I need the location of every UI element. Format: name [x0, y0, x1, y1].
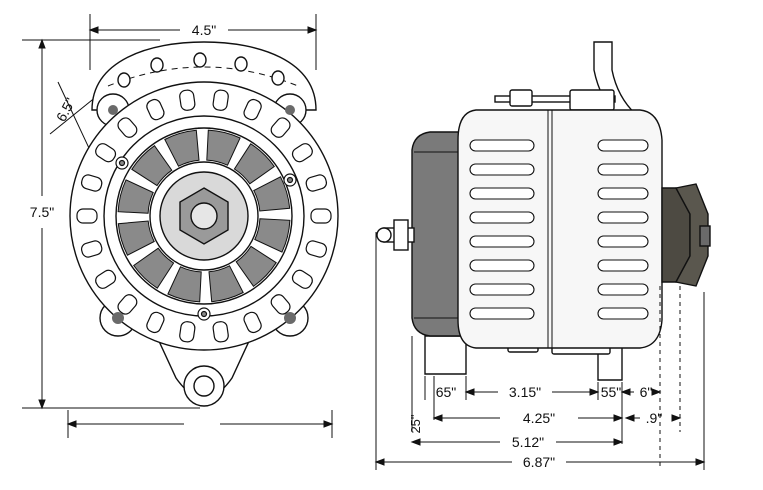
dim-6-87: 6.87": [523, 454, 555, 470]
front-vent-slot: [95, 143, 117, 163]
side-centerlines: [659, 286, 681, 466]
side-view: [376, 41, 711, 466]
dim-6: 6": [640, 384, 653, 400]
front-vent-slot: [179, 321, 196, 343]
housing-screws: [115, 156, 297, 321]
front-view: 4.5" 7.5" 6.5": [22, 14, 339, 438]
front-vent-slot: [243, 98, 262, 121]
front-vent-slot: [95, 269, 117, 289]
side-vent-slot: [469, 187, 535, 200]
fan-blade: [164, 129, 200, 167]
fan-blade: [117, 179, 154, 214]
side-vent-slot: [469, 163, 535, 176]
side-vent-slot: [597, 283, 649, 296]
fan-blade: [133, 247, 175, 289]
front-vent-slot: [243, 311, 262, 334]
front-vent-slot: [291, 143, 313, 163]
dim-65: 65": [436, 384, 457, 400]
side-dimensions: [374, 232, 706, 470]
front-vent-slot: [270, 294, 291, 315]
dim-55: 55": [601, 384, 622, 400]
side-vent-slots: [469, 139, 649, 320]
front-vent-slot: [80, 174, 103, 192]
front-vent-slot: [117, 117, 138, 138]
front-vent-slot: [76, 208, 98, 224]
side-vent-slot: [469, 283, 535, 296]
front-top-cap: [91, 41, 317, 111]
front-vent-slot: [212, 321, 229, 343]
fan-blade: [117, 220, 155, 256]
top-cap-holes: [117, 52, 285, 88]
side-vent-slot: [597, 259, 649, 272]
side-vent-slot: [597, 235, 649, 248]
side-vent-slot: [469, 307, 535, 320]
side-vent-slot: [469, 259, 535, 272]
fan-blade: [206, 129, 241, 166]
side-vent-slot: [597, 187, 649, 200]
fan-blade: [208, 265, 244, 303]
front-height-label: 7.5": [30, 204, 54, 220]
front-vent-slots: [76, 89, 332, 343]
fan-blade: [235, 245, 277, 287]
fan-blade: [233, 143, 275, 185]
dim-3-15: 3.15": [509, 384, 541, 400]
side-vent-slot: [597, 163, 649, 176]
fan-blade: [131, 145, 173, 187]
front-bottom-dimension: [66, 410, 334, 438]
front-angle-label: 6.5": [53, 95, 79, 124]
fan-blade: [253, 176, 291, 212]
side-vent-slot: [469, 211, 535, 224]
side-pulley: [661, 183, 711, 287]
side-vent-slot: [469, 235, 535, 248]
dim-25: 25": [408, 414, 423, 433]
fan-blades: [117, 129, 291, 303]
side-dimension-labels: 65" 3.15" 55" 6" 25" 4.25" .9" 5.12" 6.8…: [408, 384, 662, 470]
front-vent-slot: [212, 89, 229, 111]
front-width-dimension: [88, 14, 318, 70]
side-top-rod: [494, 89, 616, 111]
side-vent-slot: [597, 307, 649, 320]
dim-9: .9": [646, 410, 663, 426]
front-vent-slot: [80, 240, 103, 258]
side-rear-stud: [376, 219, 415, 251]
fan-blade: [167, 266, 202, 303]
front-vent-slot: [310, 208, 332, 224]
front-vent-slot: [305, 240, 328, 258]
front-vent-slot: [270, 117, 291, 138]
side-vent-slot: [597, 139, 649, 152]
fan-blade: [254, 218, 291, 253]
dim-5-12: 5.12": [512, 434, 544, 450]
front-vent-slot: [305, 174, 328, 192]
front-vent-slot: [179, 89, 196, 111]
shaft: [190, 202, 218, 230]
front-height-dimension: [22, 38, 200, 410]
front-vent-slot: [146, 98, 165, 121]
front-vent-slot: [117, 294, 138, 315]
side-vent-slot: [469, 139, 535, 152]
front-vent-slot: [146, 311, 165, 334]
ear-bolt-holes: [108, 105, 296, 324]
side-vent-slot: [597, 211, 649, 224]
front-vent-slot: [291, 269, 313, 289]
front-width-label: 4.5": [192, 22, 216, 38]
dim-4-25: 4.25": [523, 410, 555, 426]
